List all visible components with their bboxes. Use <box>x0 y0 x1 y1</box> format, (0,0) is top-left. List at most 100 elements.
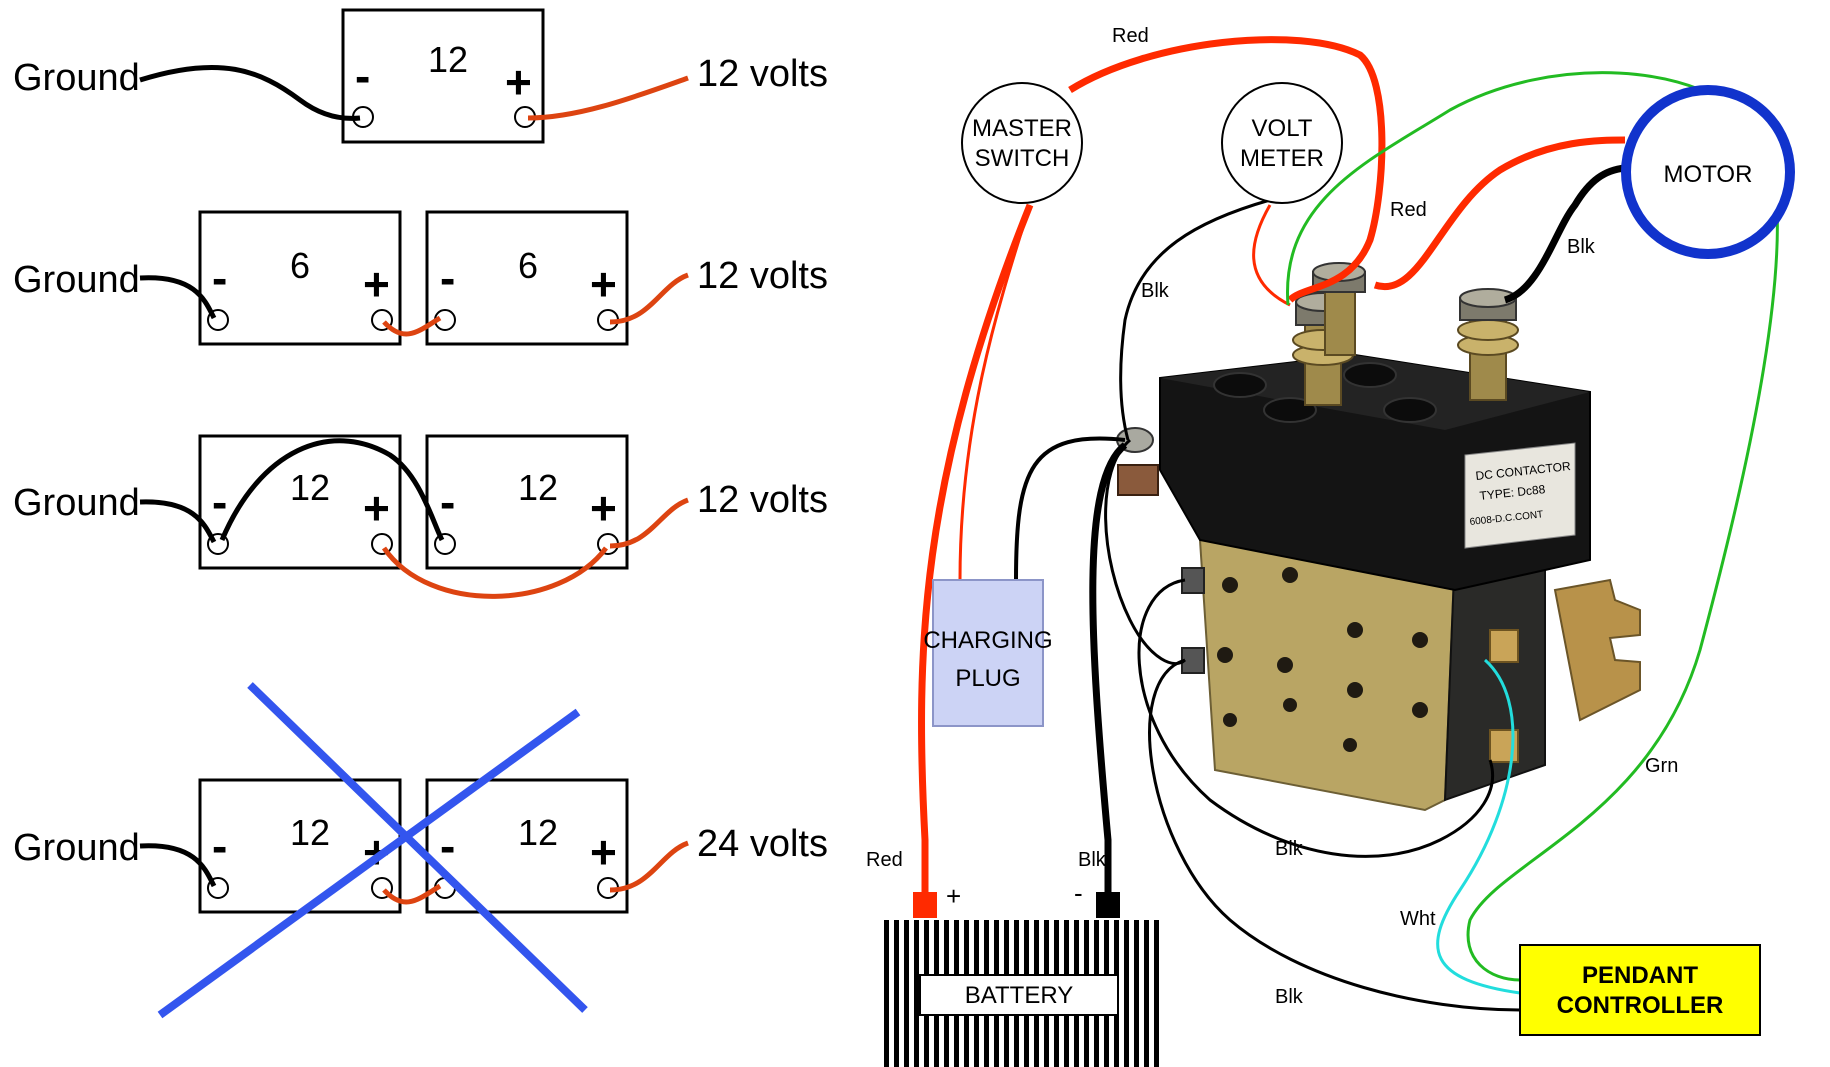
battery-label: BATTERY <box>965 982 1073 1009</box>
cross-out-line-2 <box>157 708 581 1019</box>
battery-voltage-label: 12 <box>518 467 558 508</box>
battery-12v <box>341 8 545 144</box>
coil-terminal-top <box>1489 629 1519 663</box>
output-voltage-label: 12 volts <box>697 255 828 297</box>
cross-out-line-1 <box>247 682 588 1013</box>
battery-stripe <box>914 920 919 1067</box>
negative-terminal <box>207 309 229 331</box>
ground-wire <box>139 275 217 320</box>
white-control-wire <box>1436 658 1521 995</box>
ground-label: Ground <box>13 57 140 99</box>
ground-label: Ground <box>13 259 140 301</box>
battery-6v-left <box>198 210 402 346</box>
battery-12v-right <box>425 778 629 914</box>
config-row-4: Ground 12 12 - + - + 24 volts <box>13 682 828 1019</box>
battery-stripe <box>1144 920 1149 1067</box>
master-switch-label-line1: MASTER <box>972 115 1072 142</box>
motor-label: MOTOR <box>1664 161 1753 188</box>
positive-terminal-sign: + <box>590 258 617 310</box>
battery-12v-left <box>198 434 402 570</box>
black-battery-ground-wire <box>1089 442 1128 905</box>
wire-label-blk: Blk <box>1078 849 1107 871</box>
battery-stripe <box>1124 920 1129 1067</box>
battery-voltage-label: 6 <box>518 245 538 286</box>
terminal-stud-right <box>1457 288 1519 401</box>
battery-6v-right <box>425 210 629 346</box>
contactor-label-plate: DC CONTACTOR TYPE: Dc88 6008-D.C.CONT <box>1464 442 1576 549</box>
battery-minus-sign: - <box>1074 878 1083 908</box>
wire-label-red: Red <box>866 849 903 871</box>
battery-stripe <box>1154 920 1159 1067</box>
master-switch-label-line2: SWITCH <box>975 145 1070 172</box>
red-motor-wire <box>1373 136 1626 291</box>
charging-plug-label-line1: CHARGING <box>923 627 1052 654</box>
contactor-top-face <box>1160 355 1590 430</box>
green-control-wire <box>1286 71 1779 982</box>
volt-meter-label-line2: METER <box>1240 145 1324 172</box>
battery: BATTERY + - <box>880 878 1159 1067</box>
negative-terminal-sign: - <box>355 50 370 102</box>
motor: MOTOR <box>1621 85 1795 259</box>
pendant-label-line2: CONTROLLER <box>1557 992 1724 1019</box>
ground-wire <box>139 64 361 121</box>
config-row-1: Ground 12 - + 12 volts <box>13 8 828 144</box>
battery-positive-post <box>913 892 937 918</box>
battery-stripe <box>1134 920 1139 1067</box>
black-coil-wire-1 <box>1137 578 1495 858</box>
battery-voltage-label: 12 <box>518 812 558 853</box>
ground-wire <box>139 499 217 544</box>
housing-rivets <box>1217 567 1428 752</box>
pendant-label-line1: PENDANT <box>1582 962 1698 989</box>
wire-label-grn: Grn <box>1645 755 1678 777</box>
negative-terminal-sign: - <box>212 820 227 872</box>
right-panel: DC CONTACTOR TYPE: Dc88 6008-D.C.CONT <box>866 25 1795 1067</box>
parallel-positive-jumper <box>381 546 609 599</box>
negative-terminal-sign: - <box>440 252 455 304</box>
positive-terminal-sign: + <box>505 56 532 108</box>
positive-wire <box>609 272 689 325</box>
charging-plug: CHARGING PLUG <box>923 579 1053 727</box>
black-motor-wire <box>1503 164 1626 304</box>
battery-voltage-label: 6 <box>290 245 310 286</box>
series-jumper-wire <box>382 883 442 905</box>
volt-meter: VOLT METER <box>1221 82 1343 204</box>
positive-wire <box>609 840 689 893</box>
output-voltage-label: 12 volts <box>697 53 828 95</box>
wire-label-blk: Blk <box>1275 838 1304 860</box>
battery-voltage-label: 12 <box>428 39 468 80</box>
top-caps <box>1213 362 1437 423</box>
battery-label-box <box>919 974 1119 1016</box>
wire-label-wht: Wht <box>1400 908 1436 930</box>
dc-contactor: DC CONTACTOR TYPE: Dc88 6008-D.C.CONT <box>1116 262 1641 812</box>
series-jumper-wire <box>382 315 442 337</box>
mounting-bracket <box>1553 578 1641 722</box>
master-switch: MASTER SWITCH <box>961 82 1083 204</box>
positive-terminal-sign: + <box>590 482 617 534</box>
wire-label-blk: Blk <box>1275 986 1304 1008</box>
positive-terminal <box>371 309 393 331</box>
volt-meter-label-line1: VOLT <box>1252 115 1313 142</box>
positive-terminal-sign: + <box>363 482 390 534</box>
config-row-3: Ground 12 12 - + - + 12 volts <box>13 434 828 599</box>
negative-terminal-sign: - <box>440 820 455 872</box>
red-charging-plug-wire <box>958 204 1032 581</box>
positive-terminal-sign: + <box>363 258 390 310</box>
pendant-controller: PENDANT CONTROLLER <box>1519 944 1761 1036</box>
output-voltage-label: 12 volts <box>697 479 828 521</box>
black-coil-wire-2 <box>1148 658 1521 1012</box>
battery-stripe <box>894 920 899 1067</box>
positive-terminal-sign: + <box>590 826 617 878</box>
positive-terminal <box>371 533 393 555</box>
ground-wire <box>139 843 217 888</box>
wire-label-blk: Blk <box>1141 280 1170 302</box>
side-ground-bolt <box>1116 427 1159 496</box>
negative-terminal-sign: - <box>212 476 227 528</box>
red-battery-to-switch-wire <box>918 203 1034 905</box>
wire-labels: Red Red Blk Blk Blk Blk Blk Red Grn Wht <box>866 25 1678 1008</box>
battery-plus-sign: + <box>946 881 961 911</box>
wire-label-red: Red <box>1390 199 1427 221</box>
parallel-negative-jumper <box>219 438 445 542</box>
wire-label-blk: Blk <box>1567 236 1596 258</box>
config-row-2: Ground 6 6 - + - + 12 volts <box>13 210 828 346</box>
